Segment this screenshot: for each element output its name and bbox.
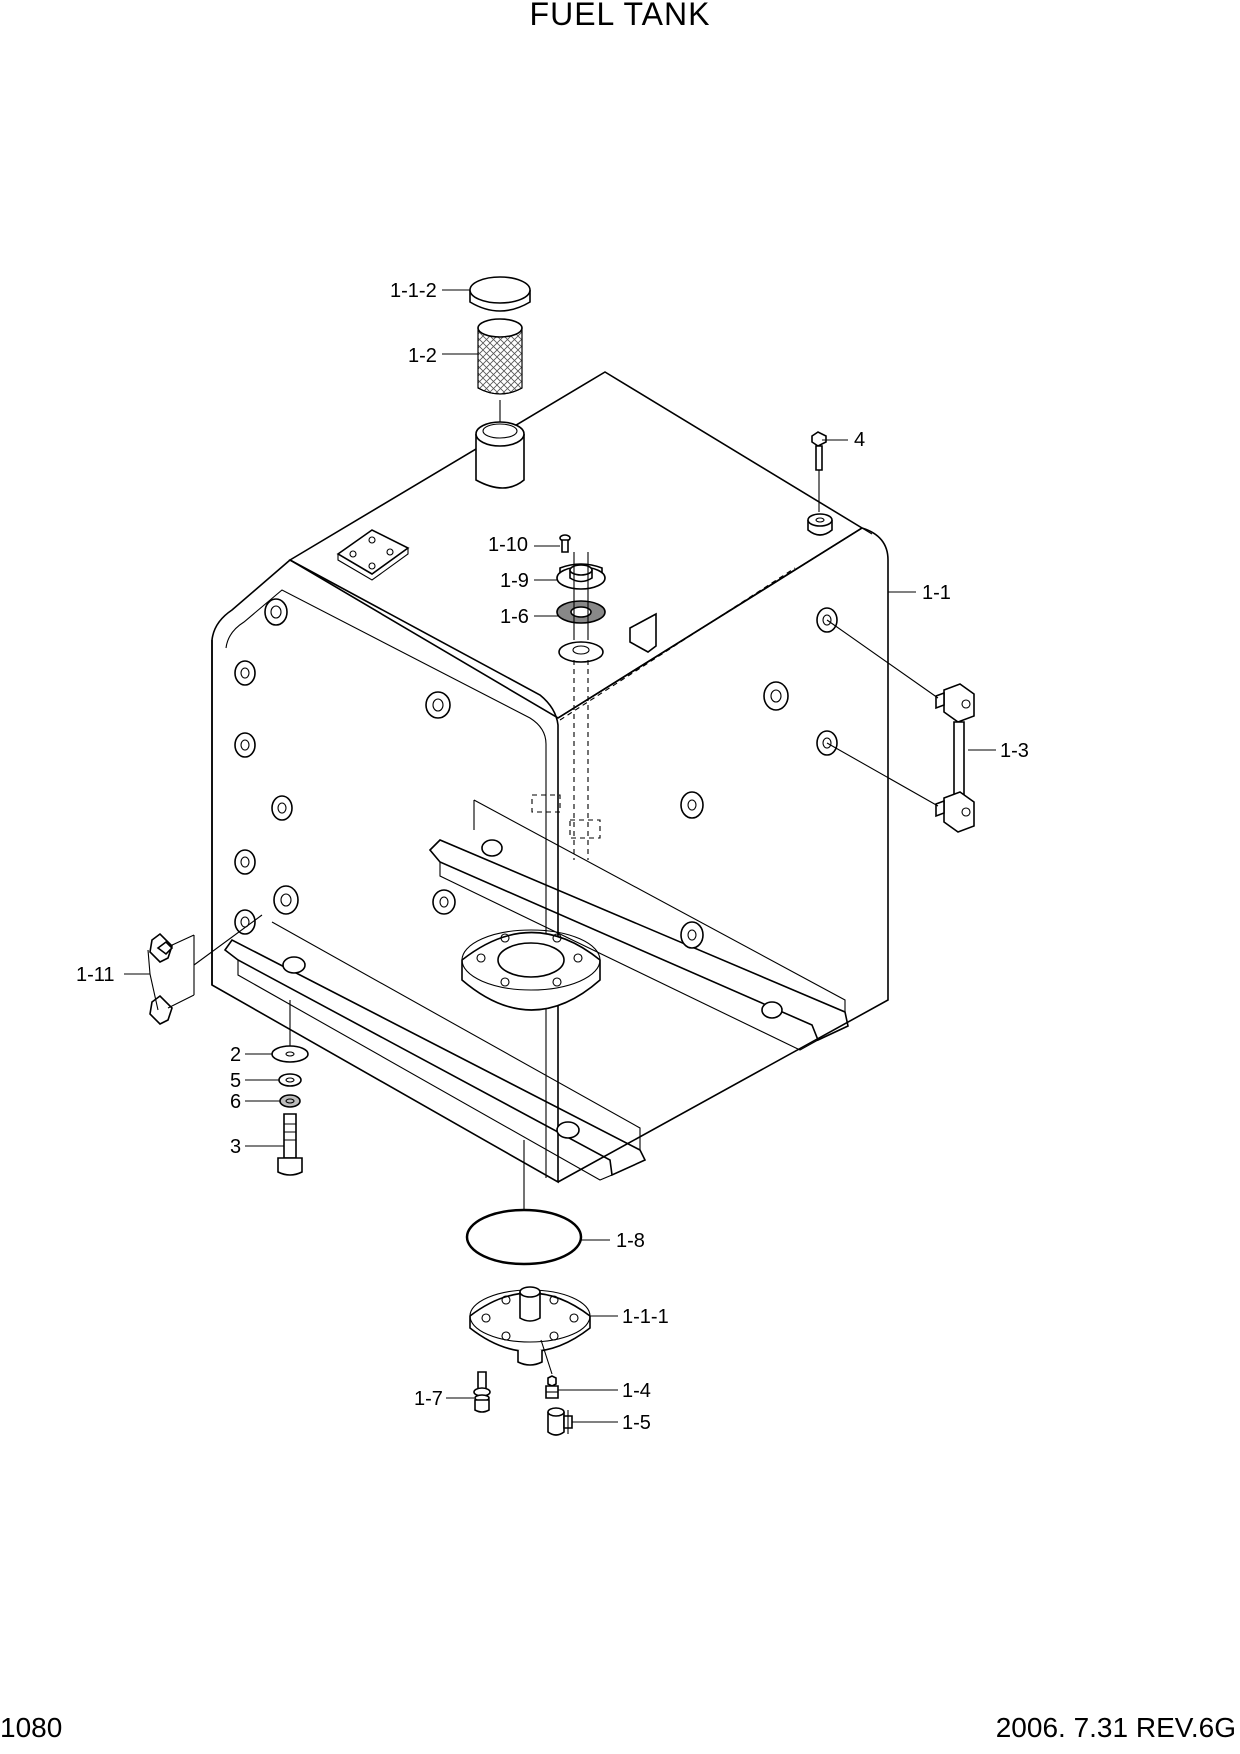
callout-1-9: 1-9 <box>500 570 529 592</box>
filler-neck <box>475 421 525 489</box>
part-drain-flange-1-1-1 <box>469 1286 591 1366</box>
tank-right-face <box>557 527 889 1183</box>
callout-2: 2 <box>230 1044 241 1066</box>
revision-stamp: 2006. 7.31 REV.6G <box>995 1712 1236 1743</box>
part-fittings-1-11 <box>149 914 263 1025</box>
top-cover-plate <box>336 529 410 581</box>
part-bolt-3 <box>277 1113 303 1176</box>
callout-1-4: 1-4 <box>622 1380 651 1402</box>
callout-1-11: 1-11 <box>76 964 115 986</box>
bottom-flange <box>461 929 601 1011</box>
part-washer-5 <box>278 1073 302 1087</box>
callout-1-1-2: 1-1-2 <box>390 280 437 302</box>
callout-1-1: 1-1 <box>922 582 951 604</box>
callout-3: 3 <box>230 1136 241 1158</box>
part-o-ring-1-8 <box>465 1208 583 1266</box>
level-sender-base <box>558 641 604 663</box>
part-level-gauge-1-3 <box>826 619 975 833</box>
callout-1-10: 1-10 <box>488 534 528 556</box>
tank-front-face <box>211 559 559 1184</box>
part-cap-1-1-2 <box>469 276 531 312</box>
part-bolt-4 <box>811 431 827 512</box>
part-valve-1-4 <box>540 1339 559 1399</box>
top-bracket <box>629 612 657 653</box>
part-washer-2 <box>271 1045 309 1063</box>
rail-front <box>223 938 647 1177</box>
callout-labels: 1-1-2 1-2 4 1-10 1-9 1-6 1-1 1-3 1-11 2 … <box>76 280 1029 1434</box>
rail-rear <box>428 839 849 1042</box>
front-face-bosses <box>234 598 580 1139</box>
part-strainer-1-2 <box>477 318 523 395</box>
leader-lines <box>124 289 996 1423</box>
callout-1-1-1: 1-1-1 <box>622 1306 669 1328</box>
callout-1-6: 1-6 <box>500 606 529 628</box>
callout-6: 6 <box>230 1091 241 1113</box>
part-flange-1-9 <box>556 563 606 590</box>
callout-1-8: 1-8 <box>616 1230 645 1252</box>
page-number: 1080 <box>0 1712 63 1743</box>
callout-1-5: 1-5 <box>622 1412 651 1434</box>
page-title: FUEL TANK <box>529 0 711 32</box>
part-cap-1-5 <box>547 1407 573 1436</box>
callout-5: 5 <box>230 1070 241 1092</box>
callout-1-3: 1-3 <box>1000 740 1029 762</box>
part-bolt-1-7 <box>473 1371 491 1413</box>
part-lockwasher-6 <box>279 1094 301 1108</box>
callout-4: 4 <box>854 429 865 451</box>
fuel-tank-body <box>211 371 889 1184</box>
top-grommet <box>807 513 833 536</box>
callout-1-7: 1-7 <box>414 1388 443 1410</box>
part-gasket-1-6 <box>556 600 606 624</box>
part-screw-1-10 <box>559 534 571 553</box>
right-face-bosses <box>481 607 838 1019</box>
callout-1-2: 1-2 <box>408 345 437 367</box>
